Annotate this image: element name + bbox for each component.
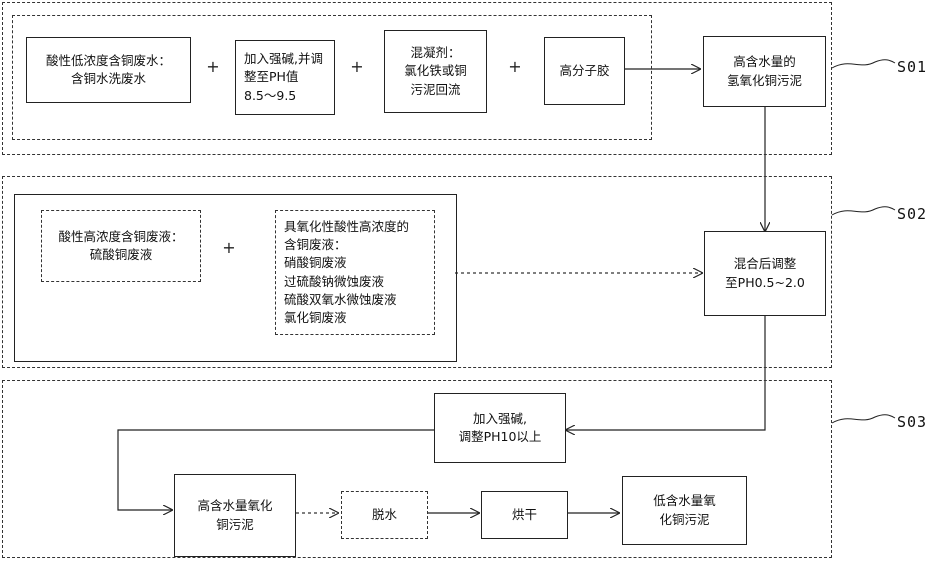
plus-sign: + (508, 57, 522, 76)
s02-leader (831, 206, 896, 216)
arrow-alkali-to-sludge (117, 429, 434, 510)
step-label-s02: S02 (897, 205, 928, 223)
plus-sign: + (222, 238, 236, 257)
s01-alkali-box: 加入强碱,并调 整至PH值 8.5～9.5 (235, 40, 335, 115)
plus-sign: + (350, 57, 364, 76)
s01-leader (831, 59, 896, 69)
s01-source-box: 酸性低浓度含铜废水： 含铜水洗废水 (26, 37, 191, 103)
step-label-s03: S03 (897, 413, 928, 431)
s01-inner-frame (12, 15, 652, 140)
s03-outer-frame (2, 380, 832, 558)
s03-product-box: 低含水量氧 化铜污泥 (622, 476, 747, 545)
s02-oxidizing-waste-box: 具氧化性酸性高浓度的 含铜废液： 硝酸铜废液 过硫酸钠微蚀废液 硫酸双氧水微蚀废… (275, 210, 435, 335)
s01-outer-frame (2, 2, 832, 155)
s01-coagulant-box: 混凝剂： 氯化铁或铜 污泥回流 (384, 30, 487, 113)
s02-mix-adjust-box: 混合后调整 至PH0.5~2.0 (704, 231, 826, 316)
plus-sign: + (206, 57, 220, 76)
s03-alkali-box: 加入强碱, 调整PH10以上 (434, 393, 566, 463)
s01-polymer-box: 高分子胶 (544, 37, 625, 105)
s03-leader (831, 414, 896, 424)
arrow-mix-to-alkali (566, 316, 766, 430)
step-label-s01: S01 (897, 58, 928, 76)
s03-dry-box: 烘干 (481, 491, 568, 539)
s03-sludge-box: 高含水量氧化 铜污泥 (174, 474, 296, 557)
s02-outer-frame (2, 176, 832, 368)
s01-product-box: 高含水量的 氢氧化铜污泥 (703, 36, 826, 107)
s02-inner-frame (14, 194, 457, 362)
s02-source-box: 酸性高浓度含铜废液： 硫酸铜废液 (41, 210, 201, 282)
s03-dewater-box: 脱水 (341, 491, 428, 539)
